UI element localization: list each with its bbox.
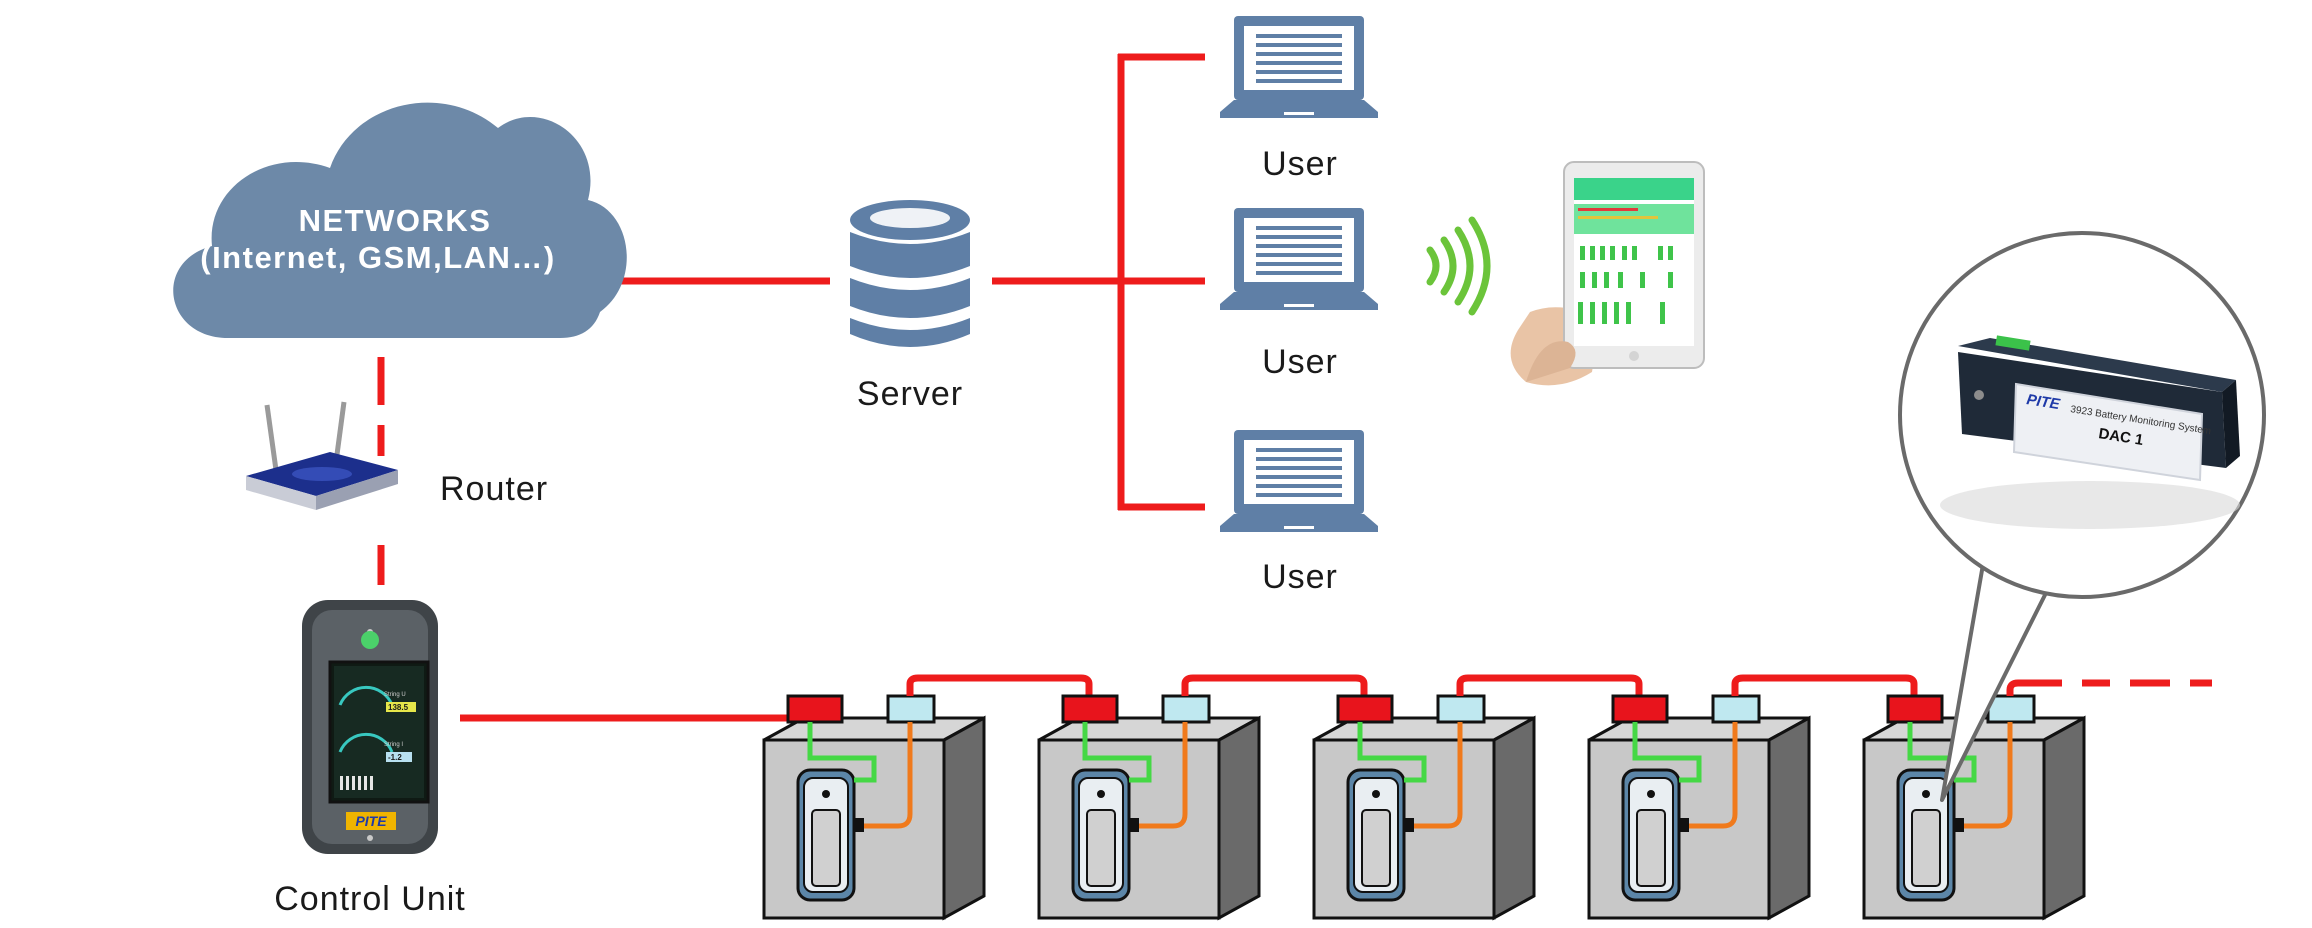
control-unit-screen-label-b: String I xyxy=(384,742,403,748)
user-label-top: User xyxy=(1262,145,1338,183)
battery-icon xyxy=(1862,694,2086,921)
wifi-signal-icon xyxy=(1426,216,1491,316)
cloud-title: NETWORKS xyxy=(299,203,492,238)
battery-icon xyxy=(1587,694,1811,921)
battery-link xyxy=(1181,674,1368,696)
battery-link xyxy=(906,674,1093,696)
battery-link-out xyxy=(2006,679,2062,696)
dac-brand: PITE xyxy=(2025,391,2062,413)
network-links xyxy=(377,53,2212,722)
battery-link xyxy=(1731,674,1918,696)
battery-icon xyxy=(762,694,986,921)
server-label: Server xyxy=(857,375,963,413)
user-label-bottom: User xyxy=(1262,558,1338,596)
tablet-icon xyxy=(1510,161,1705,386)
control-unit-label: Control Unit xyxy=(274,880,466,918)
laptop-icon-mid xyxy=(1220,208,1378,310)
control-unit-screen-label-a: String U xyxy=(384,692,406,698)
battery-icon xyxy=(1037,694,1261,921)
cloud-icon xyxy=(173,102,627,338)
laptop-icon-bottom xyxy=(1220,430,1378,532)
dac-module-icon xyxy=(1940,335,2240,529)
battery-link xyxy=(1456,674,1643,696)
control-unit-icon xyxy=(302,600,438,854)
router-label: Router xyxy=(440,470,548,508)
control-unit-screen-value-b: -1.2 xyxy=(388,753,402,762)
router-icon xyxy=(246,401,398,510)
battery-string xyxy=(762,674,2086,921)
laptop-icon-top xyxy=(1220,16,1378,118)
control-unit-screen-value-a: 138.5 xyxy=(388,703,409,712)
user-label-mid: User xyxy=(1262,343,1338,381)
battery-icon xyxy=(1312,694,1536,921)
dac-model: DAC 1 xyxy=(2097,425,2144,449)
control-unit-brand: PITE xyxy=(355,813,387,829)
cloud-subtitle: (Internet, GSM,LAN…) xyxy=(200,240,556,275)
user-laptops xyxy=(1220,16,1378,532)
